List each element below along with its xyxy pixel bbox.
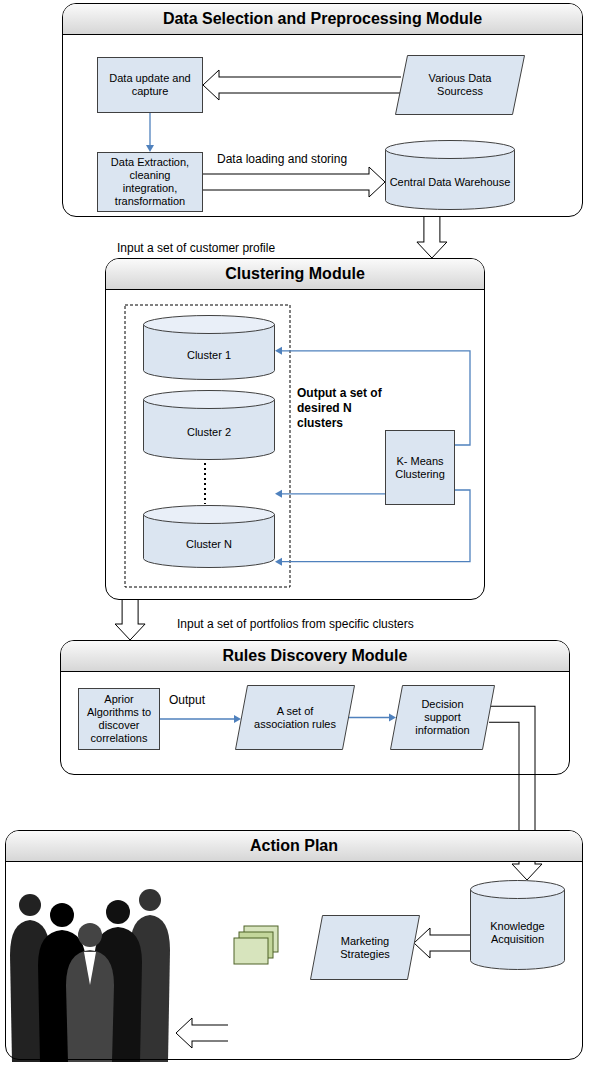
parallelogram-shape [236,686,355,750]
cylinder-body [471,889,565,969]
connector [275,490,385,498]
connector [160,715,241,723]
node-text: Cluster N [186,538,232,551]
database-cylinder: Central Data Warehouse [385,140,515,210]
data-parallelogram: Marketing Strategies [310,915,420,980]
hollow-arrow [115,600,145,640]
edge-label: Input a set of portfolios from specific … [175,617,416,631]
connector-line [349,717,389,718]
data-parallelogram: A set of association rules [235,685,355,750]
node-text: A set of association rules [249,705,341,731]
arrow-head [417,242,447,258]
arrow-head [203,70,219,100]
node-text: Central Data Warehouse [390,176,511,189]
arrow-fill [203,175,371,190]
arrow-head [512,864,542,880]
edge-label: Output [167,693,207,707]
panel-title: Rules Discovery Module [61,641,569,672]
arrow-head [389,714,396,722]
cluster-group-outline [125,305,290,587]
cylinder-outline [143,505,275,568]
hollow-arrow [203,70,401,100]
module-panel: Data Selection and Preprocessing ModuleD… [62,3,583,217]
module-panel: Action PlanKnowledge AcquisitionMarketin… [5,830,583,1060]
hollow-arrow [414,928,470,958]
arrow-fill [123,600,138,626]
parallelogram-shape [311,916,420,980]
module-panel: Rules Discovery ModuleAprior Algorithms … [60,640,570,775]
parallelogram-shape [391,686,495,750]
connector [146,113,154,152]
node-text: Data update and capture [101,72,199,98]
hollow-arrow [417,217,447,258]
process-box: Data Extraction, cleaning integration, t… [97,152,203,212]
people-illustration [10,889,170,1062]
connector-line [160,718,234,719]
node-text: Various Data Sourcess [409,72,511,98]
connector-line [282,493,385,494]
cylinder-top [471,881,565,899]
arrow-fill [218,78,402,93]
edge-label: Data loading and storing [215,152,349,166]
node-text: K- Means Clustering [389,455,451,481]
hollow-arrow [203,167,385,197]
ellipsis-line [204,463,206,504]
database-cylinder: Knowledge Acquisition [470,880,565,970]
arrow-head [275,347,282,355]
process-box: Data update and capture [97,57,203,113]
data-parallelogram: Various Data Sourcess [395,55,525,115]
process-box: K- Means Clustering [385,430,455,505]
connector [349,714,396,722]
panel-title: Action Plan [6,831,582,862]
node-text: Knowledge Acquisition [474,920,561,946]
panel-title: Clustering Module [106,259,484,290]
free-label: Output a set of desired N clusters [297,386,385,431]
node-text: Data Extraction, cleaning integration, t… [101,156,199,208]
node-text: Cluster 1 [187,349,231,362]
database-cylinder: Cluster 2 [143,390,275,460]
node-text: Cluster 2 [187,426,231,439]
cylinder-top [144,506,275,524]
papers-icon [234,926,278,964]
arrow-head [369,167,385,197]
data-parallelogram: Decision support information [390,685,495,750]
edge-label: Input a set of customer profile [115,241,277,255]
arrow-fill [429,936,471,951]
parallelogram-shape [396,56,525,115]
arrow-fill [424,217,439,244]
connector-line [149,113,150,145]
node-text: Aprior Algorithms to discover correlatio… [82,693,156,745]
cylinder-outline [385,140,515,210]
arrow-head [146,145,154,152]
arrow-head [275,490,282,498]
cylinder-outline [143,315,275,380]
hollow-arrow [176,1018,229,1048]
database-cylinder: Cluster N [143,505,275,568]
module-panel: Clustering ModuleCluster 1 Cluster 2 Clust… [105,258,485,600]
cylinder-top [386,141,515,159]
database-cylinder: Cluster 1 [143,315,275,380]
process-box: Aprior Algorithms to discover correlatio… [78,688,160,750]
arrow-head [234,715,241,723]
arrow-head [115,624,145,640]
cylinder-outline [143,390,275,460]
panel-title: Data Selection and Preprocessing Module [63,4,582,35]
cylinder-top [144,316,275,334]
node-text: Marketing Strategies [324,935,406,961]
cylinder-top [144,391,275,409]
node-text: Decision support information [404,698,481,737]
arrow-head [275,558,282,566]
